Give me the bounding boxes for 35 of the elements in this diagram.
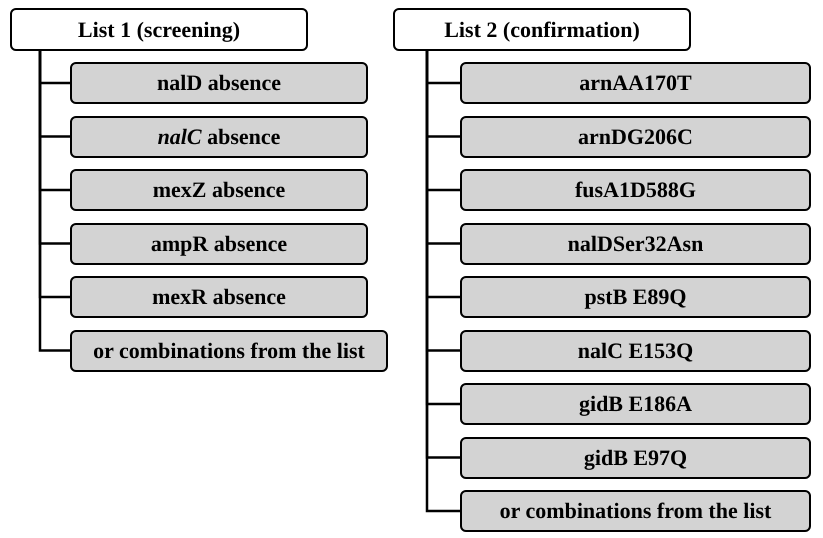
list-item-box	[460, 116, 811, 158]
item-label: or combinations from the list	[500, 498, 772, 524]
list-item-box	[460, 222, 811, 264]
item-label: fusA1D588G	[574, 177, 696, 203]
item-label: List 1 (screening)	[78, 16, 240, 42]
list-item-box	[460, 169, 811, 211]
list-item-box	[460, 436, 811, 478]
item-label: mexR absence	[152, 284, 286, 310]
item-label: arnAA170T	[579, 70, 692, 96]
list-item-box	[70, 116, 368, 158]
item-label: mexZ absence	[152, 177, 286, 203]
list-item-box	[460, 276, 811, 318]
list-item-box	[70, 62, 368, 104]
item-label: nalC absence	[158, 124, 280, 150]
item-label: nalDSer32Asn	[568, 230, 704, 256]
item-label: ampR absence	[150, 230, 288, 256]
list-item-box	[70, 276, 368, 318]
connector-line	[38, 51, 70, 352]
list-header-box	[393, 8, 691, 51]
list-item-box	[70, 169, 368, 211]
list-item-box	[460, 383, 811, 425]
item-label: pstB E89Q	[584, 284, 687, 310]
item-label: gidB E186A	[578, 391, 692, 417]
list-item-box	[460, 490, 811, 532]
list-item-box	[460, 62, 811, 104]
list-header-box	[10, 8, 308, 51]
item-label: nalC E153Q	[578, 338, 694, 364]
item-label: arnDG206C	[578, 124, 693, 150]
item-label: or combinations from the list	[93, 338, 365, 364]
list-item-box	[70, 330, 388, 372]
list-item-box	[70, 222, 368, 264]
item-label: nalD absence	[156, 70, 282, 96]
item-label: gidB E97Q	[584, 444, 688, 470]
list-item-box	[460, 330, 811, 372]
item-label: List 2 (confirmation)	[444, 16, 640, 42]
